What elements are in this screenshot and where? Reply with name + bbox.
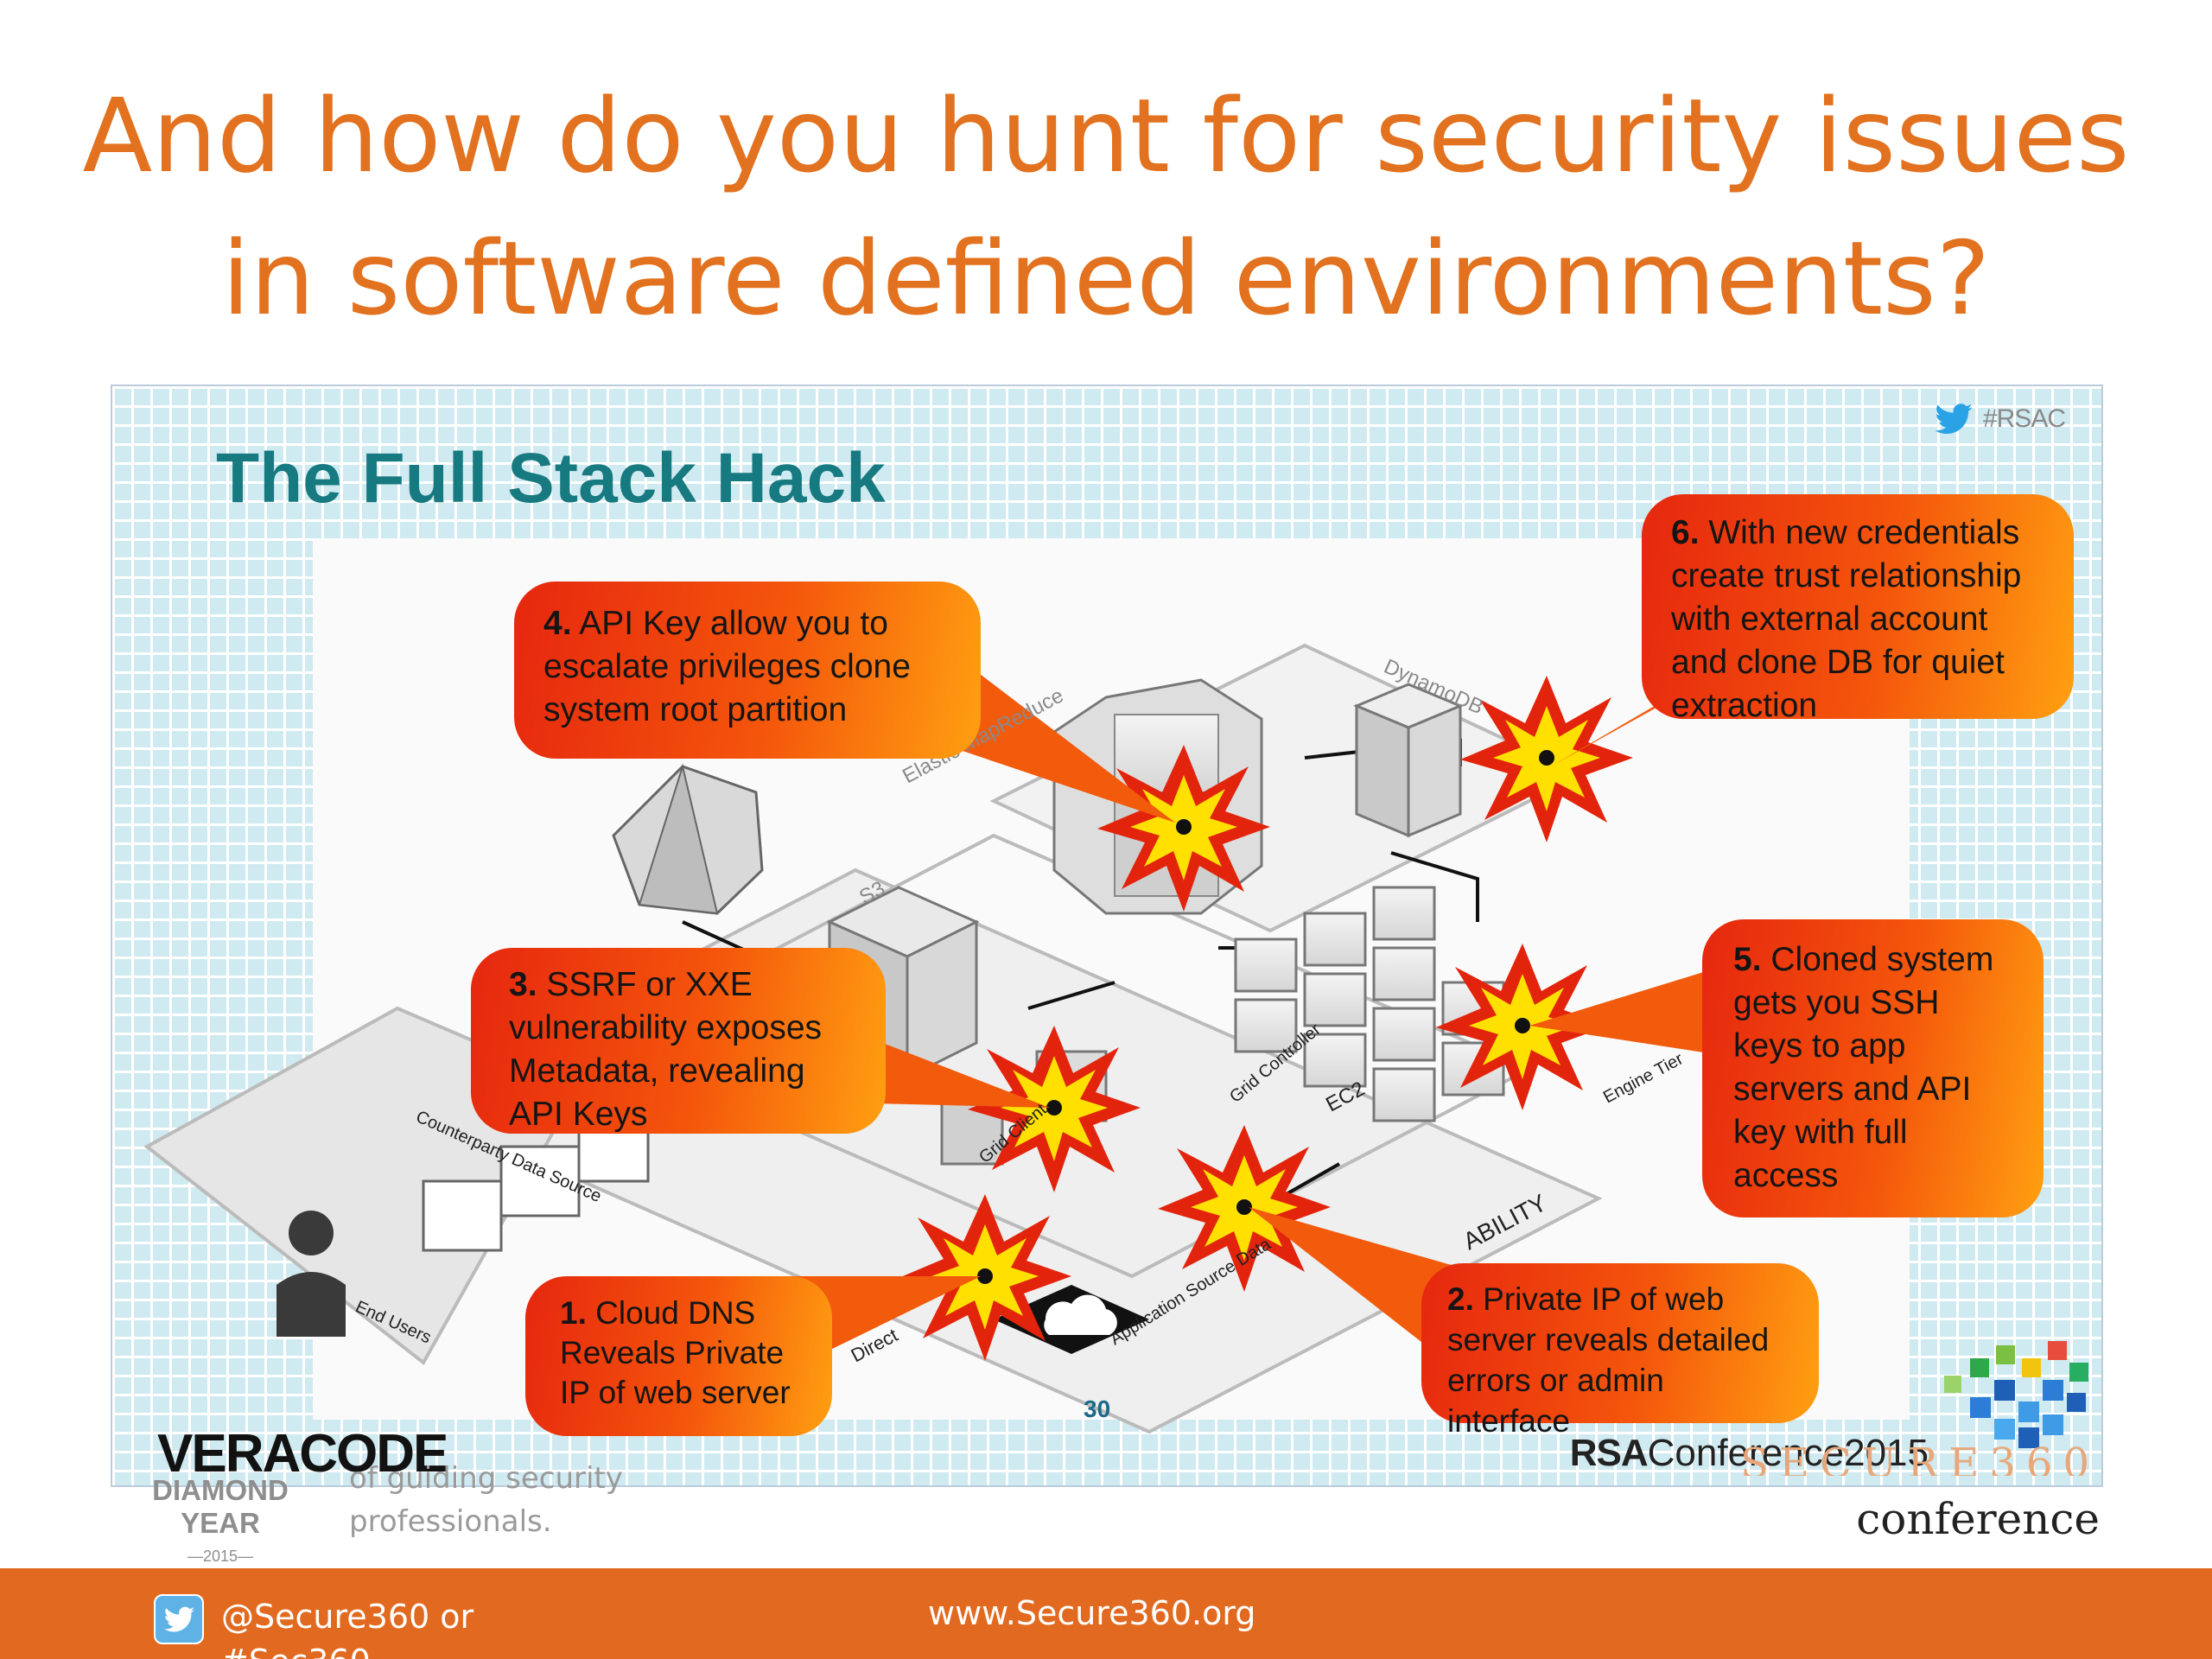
callout-6: 6. With new credentials create trust rel… [1642, 494, 2074, 724]
callout-4: 4. API Key allow you to escalate privile… [514, 582, 981, 759]
diamond-line-1: DIAMOND [152, 1474, 289, 1506]
title-line-2: in software defined environments? [221, 219, 1991, 338]
rsa-logo-prefix: RSA [1569, 1432, 1649, 1474]
guiding-line-1: of guiding security [349, 1461, 623, 1496]
hashtag-label: #RSAC [1982, 404, 2066, 433]
page-title: And how do you hunt for security issues … [0, 65, 2212, 350]
twitter-icon[interactable] [154, 1594, 204, 1644]
title-line-1: And how do you hunt for security issues [82, 76, 2130, 195]
explosion-2 [1158, 1125, 1331, 1292]
explosion-5 [1436, 944, 1609, 1110]
slide-number: 30 [1084, 1395, 1111, 1422]
twitter-bird-icon [164, 1606, 194, 1632]
diamond-year: —2015— [187, 1548, 254, 1565]
embedded-slide: The Full Stack Hack #RSAC [111, 385, 2103, 1487]
footer-bar: @Secure360 or #Sec360 www.Secure360.org [0, 1568, 2212, 1659]
slide-title: The Full Stack Hack [216, 439, 886, 518]
explosion-bursts [899, 676, 1633, 1361]
secure360-logo: SECURE360 conference [1642, 1440, 2100, 1545]
explosion-6 [1460, 676, 1633, 842]
guiding-line-2: professionals. [349, 1504, 552, 1539]
diamond-year-badge: DIAMOND YEAR —2015— [138, 1474, 302, 1573]
glacier-shape [612, 763, 764, 915]
label-engine: Engine Tier [1600, 1049, 1687, 1107]
website-link[interactable]: www.Secure360.org [928, 1594, 1256, 1632]
explosion-4 [1097, 745, 1270, 912]
callout-5: 5. Cloned system gets you SSH keys to ap… [1702, 919, 2044, 1217]
end-user-figure [276, 1211, 346, 1337]
twitter-bird-icon [1935, 404, 1973, 435]
twitter-handle[interactable]: @Secure360 or #Sec360 [221, 1598, 474, 1659]
rsac-hashtag: #RSAC [1935, 404, 2066, 435]
cloud-icon [994, 1285, 1149, 1354]
rsa-logo-suffix: Conference2015 [1647, 1432, 1929, 1474]
conference-mosaic-logo [1944, 1341, 2088, 1448]
explosion-3 [968, 1026, 1141, 1192]
callout-1: 1. Cloud DNS Reveals Private IP of web s… [525, 1276, 832, 1436]
guiding-text: of guiding security professionals. [349, 1461, 623, 1543]
dynamodb-table [1353, 683, 1464, 838]
callout-3: 3. SSRF or XXE vulnerability exposes Met… [471, 948, 886, 1134]
diamond-line-2: YEAR [181, 1507, 260, 1539]
veracode-logo: VERACODE [157, 1424, 448, 1484]
explosion-1 [899, 1194, 1071, 1361]
secure360-wordmark: SECURE360 [1740, 1440, 2100, 1476]
conference-wordmark: conference [1856, 1494, 2100, 1544]
rsa-conference-logo: RSAConference2015 [1570, 1432, 1929, 1475]
callout-2: 2. Private IP of web server reveals deta… [1421, 1263, 1819, 1439]
